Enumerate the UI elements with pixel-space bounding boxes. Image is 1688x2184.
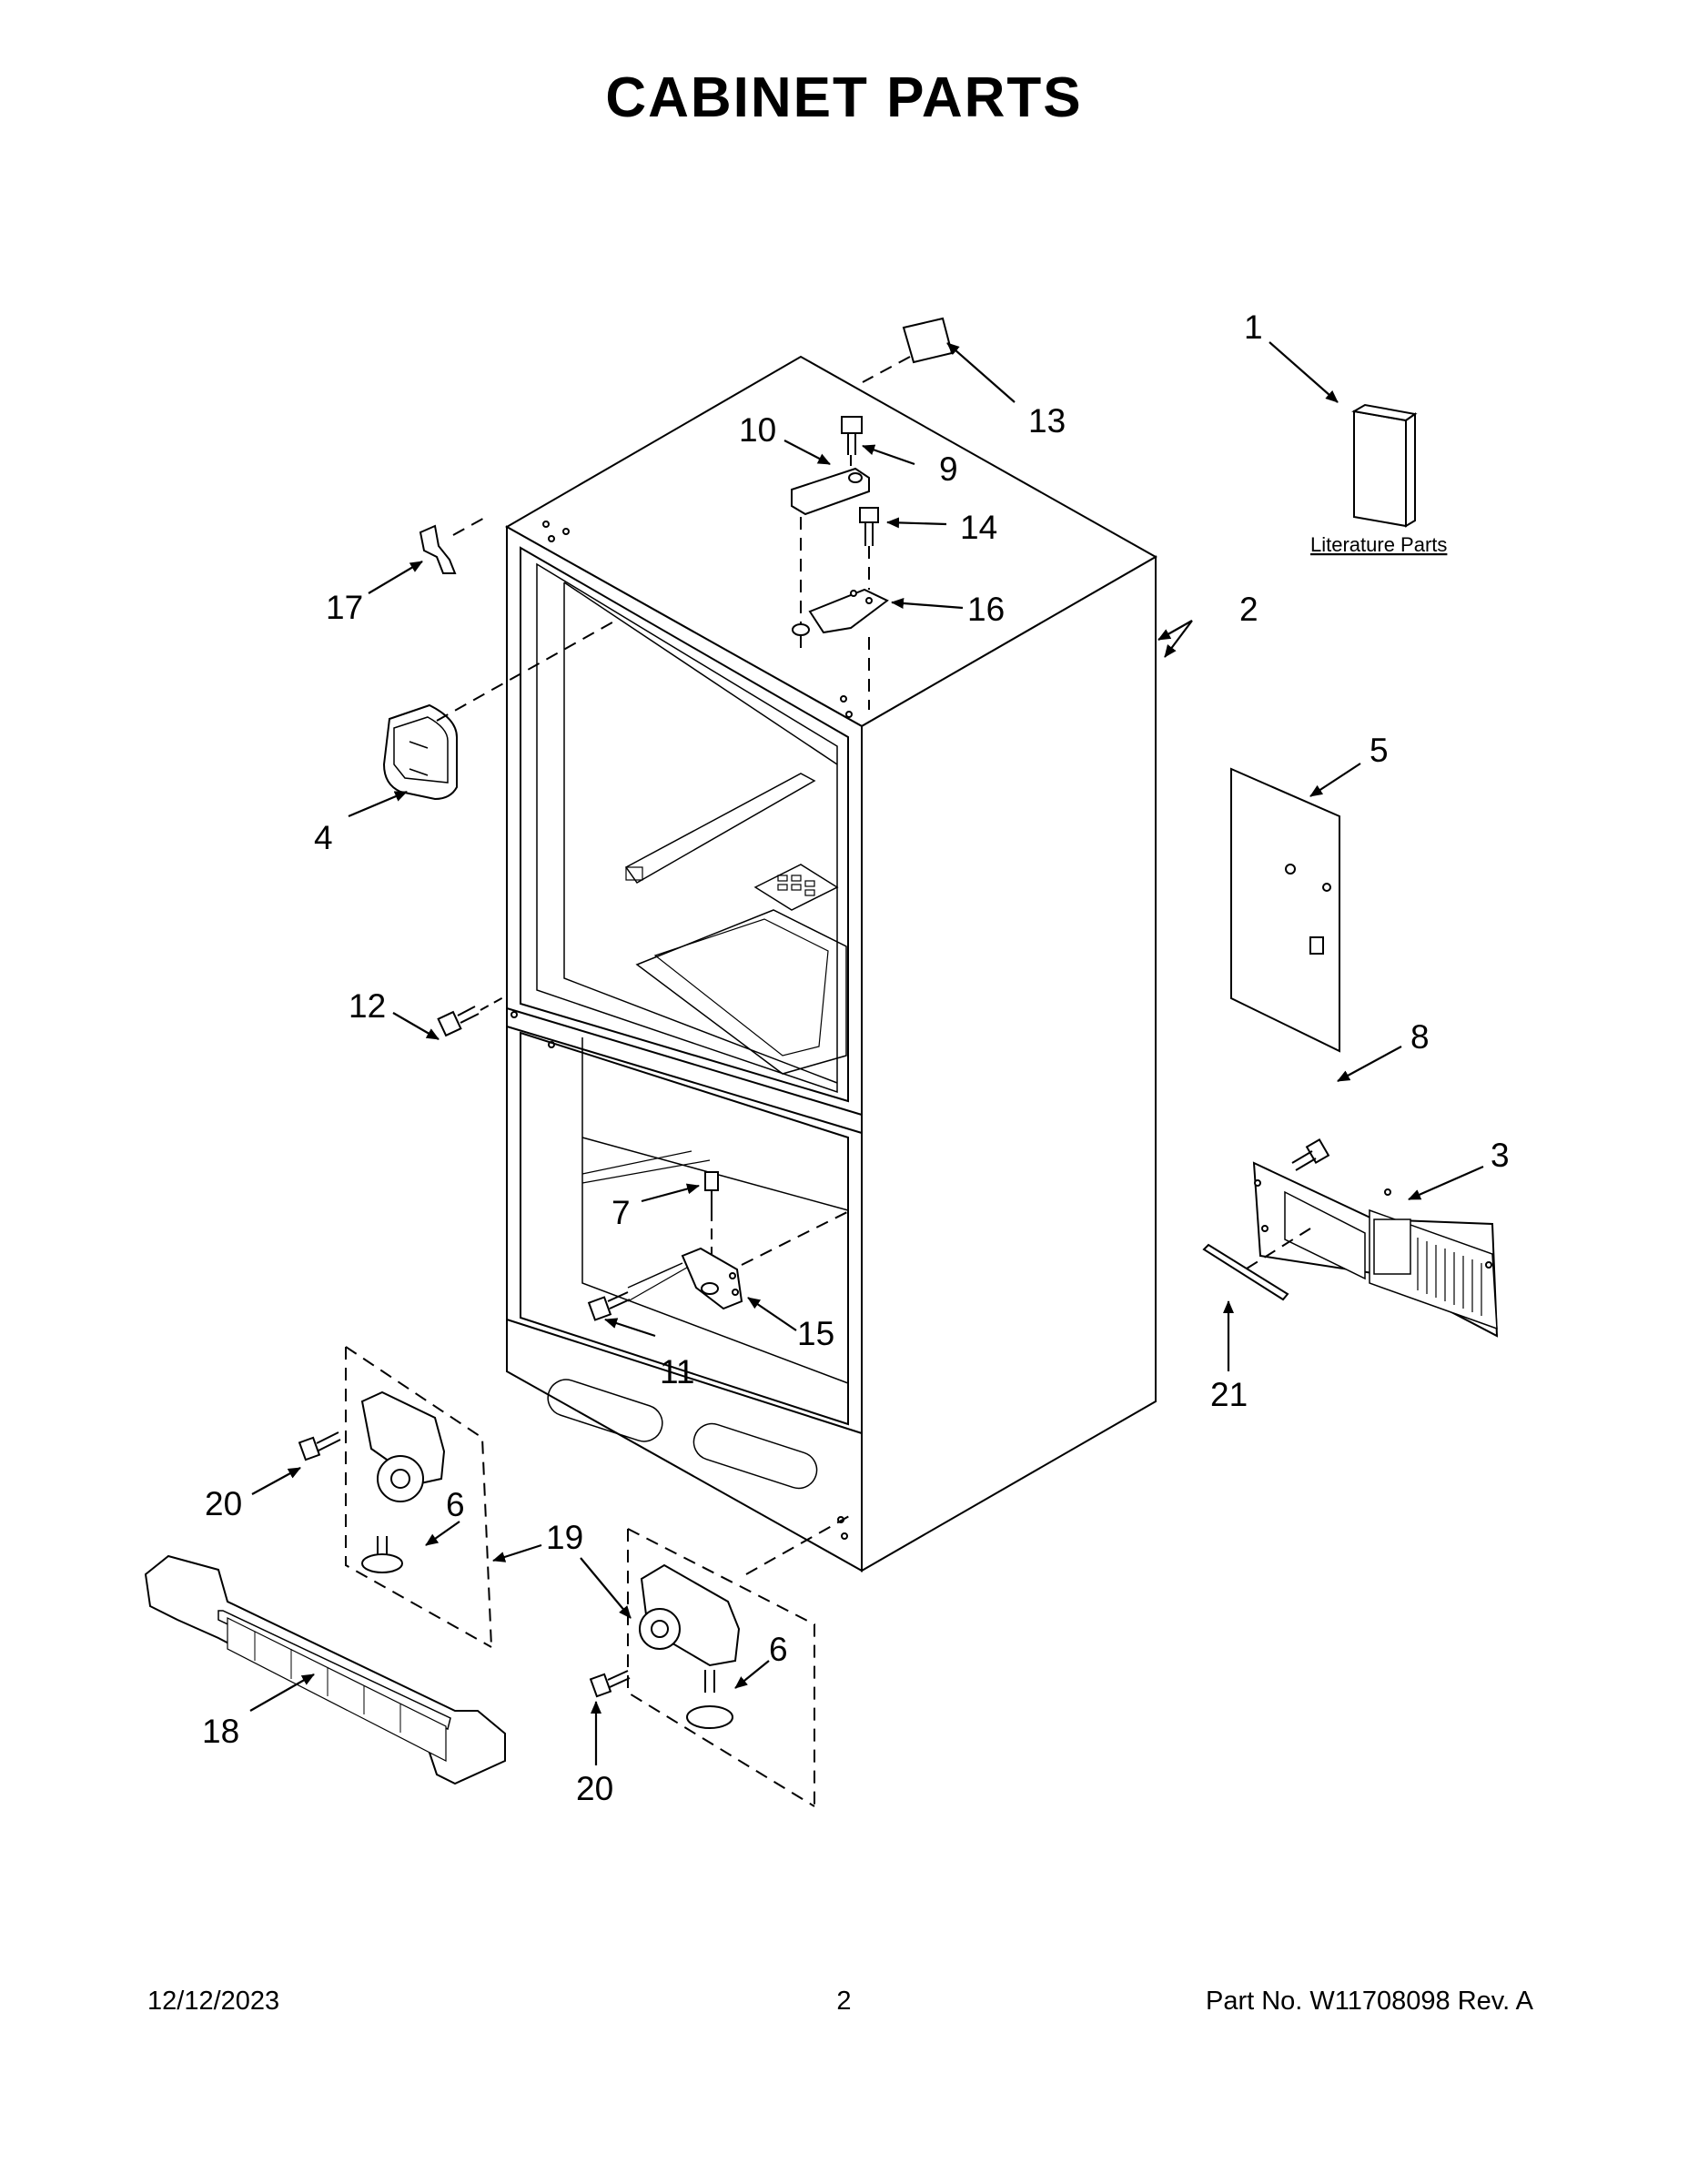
callout-16: 16 xyxy=(967,591,1005,628)
callout-19: 19 xyxy=(546,1519,583,1556)
footer-part-number: Part No. W11708098 Rev. A xyxy=(1205,1987,1533,2016)
top-hinge-assembly xyxy=(791,416,889,710)
callout-18: 18 xyxy=(202,1713,239,1750)
callout-20a: 20 xyxy=(205,1485,242,1522)
part-4-bracket xyxy=(382,618,620,801)
callout-5: 5 xyxy=(1370,732,1389,769)
part-18-base-grille xyxy=(144,1554,506,1785)
lower-hinge-assembly xyxy=(587,1171,852,1321)
page-title: CABINET PARTS xyxy=(605,66,1083,129)
part-21-strip xyxy=(1202,1228,1311,1301)
callout-13: 13 xyxy=(1028,402,1066,440)
callout-14: 14 xyxy=(960,509,997,546)
literature-parts-label: Literature Parts xyxy=(1310,533,1447,556)
callout-6a: 6 xyxy=(446,1486,465,1523)
callout-10: 10 xyxy=(739,411,776,449)
footer-date: 12/12/2023 xyxy=(147,1987,280,2016)
callout-20b: 20 xyxy=(576,1770,613,1807)
callout-labels: 1 2 3 4 5 6 6 7 8 9 10 11 12 13 14 15 16… xyxy=(202,308,1510,1807)
callout-2: 2 xyxy=(1239,591,1258,628)
callout-11: 11 xyxy=(660,1353,694,1390)
callout-17: 17 xyxy=(326,589,363,626)
part-12-screw xyxy=(437,996,506,1037)
right-roller-assembly xyxy=(589,1514,852,1807)
callout-3: 3 xyxy=(1491,1137,1510,1174)
callout-1: 1 xyxy=(1244,308,1263,346)
callout-4: 4 xyxy=(314,819,333,856)
callout-7: 7 xyxy=(612,1194,631,1231)
part-1-literature xyxy=(1351,403,1418,528)
part-5-panel xyxy=(1230,767,1340,1053)
leader-arrows xyxy=(249,341,1484,1765)
footer-page-number: 2 xyxy=(836,1987,852,2016)
callout-8: 8 xyxy=(1410,1018,1430,1056)
part-17-clip xyxy=(419,514,490,574)
callout-15: 15 xyxy=(797,1315,834,1352)
part-3-cover xyxy=(1252,1161,1499,1338)
part-13-cover xyxy=(862,317,954,383)
callout-6b: 6 xyxy=(769,1631,788,1668)
callout-21: 21 xyxy=(1210,1376,1248,1413)
part-8-screw xyxy=(1291,1138,1330,1171)
left-roller-assembly xyxy=(298,1346,492,1648)
cabinet-body xyxy=(504,355,1158,1572)
callout-12: 12 xyxy=(349,987,386,1025)
callout-9: 9 xyxy=(939,450,958,488)
